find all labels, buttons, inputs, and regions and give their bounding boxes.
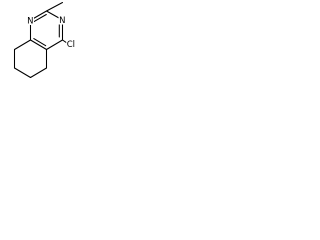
chloro-label-background [66, 40, 78, 49]
bond-group [13, 1, 68, 79]
c5-c6-bond [29, 67, 48, 79]
c4a-c8a-double-bond-a [29, 39, 48, 51]
atom-chloro-label: Cl [67, 40, 75, 50]
c4a-c8a-double-bond-b [33, 38, 47, 47]
n1-label-background [26, 16, 34, 25]
c6-c7-bond [13, 67, 32, 79]
n3-label-background [58, 16, 66, 25]
c8-c8a-bond [13, 39, 32, 51]
atom-n3-label: N [59, 16, 65, 26]
c4-c4a-bond [45, 39, 64, 51]
atom-label-group: N N Cl [26, 16, 78, 50]
methyl-bond [45, 1, 64, 12]
c2-n1-double-bond-b [33, 13, 47, 23]
chemical-structure: N N Cl [13, 1, 78, 79]
chloro-bond [61, 39, 68, 44]
atom-n1-label: N [27, 16, 33, 26]
